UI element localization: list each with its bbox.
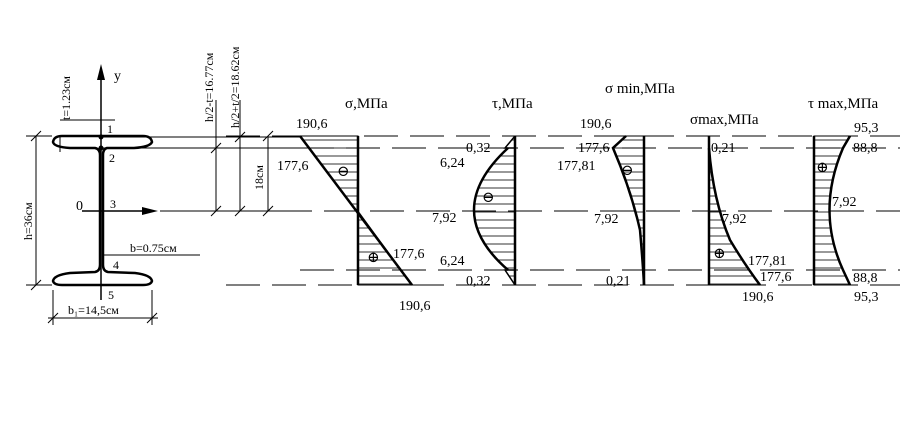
dim-h2t2-label: h/2+t/2=18.62см [228, 46, 242, 128]
sigma-sign-lower: ⊕ [367, 250, 380, 266]
sigma-min-value-2b: 177,81 [557, 159, 596, 174]
dim-h2t-label: h/2-t=16.77см [202, 52, 216, 122]
sigma-max-value-5: 190,6 [742, 290, 774, 305]
tau-value-1: 0,32 [466, 141, 491, 156]
tau-sign: ⊖ [482, 190, 495, 206]
sigma-value-lower: 177,6 [393, 247, 425, 262]
sigma-title: σ,МПа [345, 96, 388, 112]
point-3-label: 3 [110, 197, 116, 211]
tau-value-5: 0,32 [466, 274, 491, 289]
sigma-min-title: σ min,МПа [605, 81, 675, 97]
tau-max-sign: ⊕ [816, 160, 829, 176]
sigma-max-value-1: 0,21 [711, 141, 736, 156]
tau-flange-bottom [503, 269, 516, 286]
tau-value-2: 6,24 [440, 156, 465, 171]
tau-value-4: 6,24 [440, 254, 465, 269]
sigma-min-diagram: σ min,МПа 190,6 177,6 177,81 7,92 0,21 ⊖ [557, 81, 675, 289]
dim-t-label: t=1.23см [59, 76, 73, 120]
sigma-max-diagram: σmax,МПа 0,21 7,92 177,81 177,6 190,6 ⊕ [690, 112, 792, 305]
tau-max-diagram: τ max,МПа 95,3 88,8 7,92 88,8 95,3 ⊕ [808, 96, 879, 305]
tau-max-value-5: 95,3 [854, 290, 879, 305]
sigma-max-sign: ⊕ [713, 246, 726, 262]
level-lines [226, 135, 900, 286]
tau-max-value-2: 88,8 [853, 141, 878, 156]
section-dimensions [26, 100, 300, 325]
tau-max-value-3: 7,92 [832, 195, 857, 210]
section-axes [82, 72, 150, 300]
point-5-label: 5 [108, 288, 114, 302]
sigma-max-value-3: 7,92 [722, 212, 747, 227]
sigma-min-sign: ⊖ [621, 163, 634, 179]
sigma-min-value-top: 190,6 [580, 117, 612, 132]
dim-b-label: b=0.75см [130, 241, 177, 255]
tau-max-value-4: 88,8 [853, 271, 878, 286]
point-4-label: 4 [113, 258, 119, 272]
point-2-label: 2 [109, 151, 115, 165]
tau-title: τ,МПа [492, 96, 533, 112]
sigma-diagonal [299, 135, 413, 286]
dim-h-label: h=36см [21, 202, 35, 240]
tau-max-curve [828, 135, 852, 286]
x-axis-arrow-icon [142, 207, 158, 215]
sigma-max-value-4a: 177,81 [748, 254, 787, 269]
dim-b1-label: b₁=14,5см [68, 303, 119, 317]
point-1-label: 1 [107, 122, 113, 136]
tau-curve-area [473, 147, 516, 271]
dim-18-label: 18см [252, 165, 266, 190]
tau-flange-top [503, 135, 516, 149]
y-axis-label: y [114, 69, 121, 84]
tau-diagram: τ,МПа 0,32 6,24 7,92 6,24 0,32 ⊖ [432, 96, 533, 289]
i-beam-section [51, 134, 154, 287]
origin-label: 0 [76, 199, 83, 214]
sigma-sign-upper: ⊖ [337, 164, 350, 180]
tau-curve [472, 147, 509, 271]
tau-max-title: τ max,МПа [808, 96, 879, 112]
i-beam-outline [51, 134, 154, 287]
sigma-max-curve [707, 147, 762, 286]
sigma-value-top: 190,6 [296, 117, 328, 132]
y-axis-arrow-icon [97, 64, 105, 80]
sigma-min-value-3: 7,92 [594, 212, 619, 227]
tau-max-value-1: 95,3 [854, 121, 879, 136]
sigma-min-value-5: 0,21 [606, 274, 631, 289]
sigma-value-bottom: 190,6 [399, 299, 431, 314]
sigma-diagram: σ,МПа 190,6 177,6 177,6 190,6 ⊖ ⊕ [277, 96, 431, 314]
sigma-min-value-2a: 177,6 [578, 141, 610, 156]
tau-value-3: 7,92 [432, 211, 457, 226]
sigma-max-title: σmax,МПа [690, 112, 759, 128]
sigma-max-value-4b: 177,6 [760, 270, 792, 285]
sigma-value-upper: 177,6 [277, 159, 309, 174]
